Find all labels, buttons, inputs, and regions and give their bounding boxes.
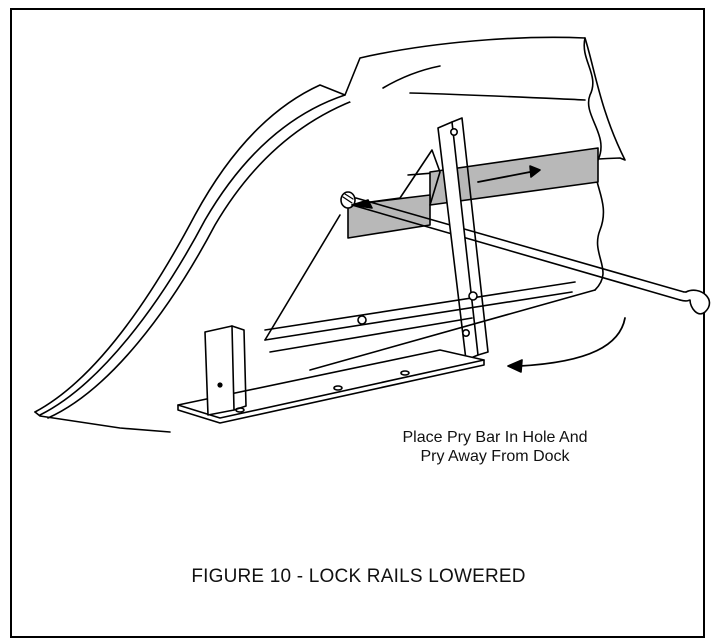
bumper-hood-inner-edge	[39, 94, 346, 416]
instruction-line-1: Place Pry Bar In Hole And	[402, 429, 588, 446]
figure-caption: FIGURE 10 - LOCK RAILS LOWERED	[191, 566, 526, 587]
pry-bar	[351, 197, 685, 301]
floor-slope	[264, 214, 596, 371]
instruction-text: Place Pry Bar In Hole And Pry Away From …	[345, 428, 645, 466]
deck-top-lip	[382, 65, 441, 89]
lock-rail-notch	[347, 149, 441, 206]
bumper-hood-inner-edge-2	[47, 97, 361, 419]
pry-direction-arrow-head	[507, 359, 523, 373]
pry-bar-tip-arrow	[351, 199, 373, 209]
floor-rail-upper	[264, 291, 573, 341]
bumper-bottom-edge	[34, 411, 171, 433]
slide-arrow-head	[529, 165, 541, 178]
floor-rail-lower	[269, 317, 473, 353]
floor-rail-mid	[264, 281, 576, 331]
deck-front-edge	[409, 92, 586, 101]
instruction-line-2: Pry Away From Dock	[420, 448, 570, 465]
dock-leveler-illustration	[34, 36, 711, 433]
slide-arrow-shaft	[477, 171, 531, 183]
lock-rail-channel	[429, 147, 599, 206]
pry-bar-end	[685, 289, 711, 315]
short-lock-post	[204, 325, 235, 416]
pry-direction-arrow	[519, 317, 626, 367]
